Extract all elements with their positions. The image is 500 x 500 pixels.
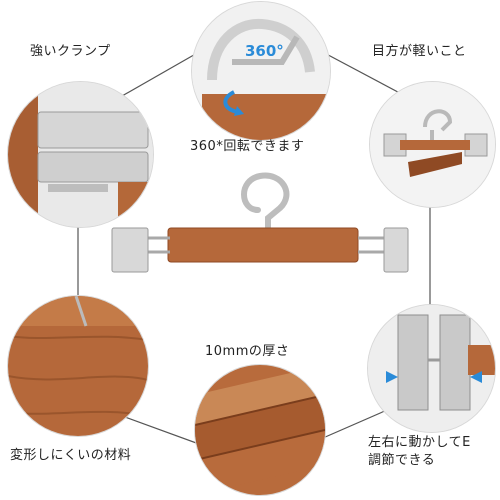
- thickness-image: [195, 365, 325, 495]
- main-hanger-image: [111, 172, 409, 273]
- wood-material-circle: [8, 296, 148, 436]
- rotation-arrowhead-icon: [234, 106, 244, 116]
- hanger-hook-icon: [423, 109, 453, 132]
- left-clip-icon: [111, 227, 149, 273]
- thickness-circle: [195, 365, 325, 495]
- adjust-label-line2: 調節できる: [368, 453, 436, 468]
- right-clip-icon: [383, 227, 409, 273]
- adjust-label-line1: 左右に動かしてE: [368, 435, 471, 450]
- rotation-arrow-icon: [223, 90, 238, 114]
- rotation-label: 360*回転できます: [190, 139, 305, 154]
- rotation-angle-label: 360°: [245, 42, 284, 60]
- adjustable-clip-image: [368, 305, 495, 432]
- hanger-hook-icon: [241, 172, 290, 233]
- adjust-label: 左右に動かしてE 調節できる: [368, 434, 471, 470]
- material-label: 変形しにくいの材料: [10, 448, 132, 463]
- lightweight-hanger-circle: [370, 82, 495, 207]
- hook-rotation-circle: [192, 2, 330, 140]
- wood-material-image: [8, 296, 148, 436]
- arrow-left-icon: [470, 371, 482, 383]
- arrow-right-icon: [386, 371, 398, 383]
- hook-rotation-image: [192, 2, 330, 140]
- lightweight-hanger-image: [370, 82, 495, 207]
- lightweight-label: 目方が軽いこと: [372, 44, 467, 59]
- thickness-label: 10mmの厚さ: [205, 344, 290, 359]
- adjustable-clip-circle: [368, 305, 495, 432]
- strong-clamp-label: 強いクランプ: [30, 44, 111, 59]
